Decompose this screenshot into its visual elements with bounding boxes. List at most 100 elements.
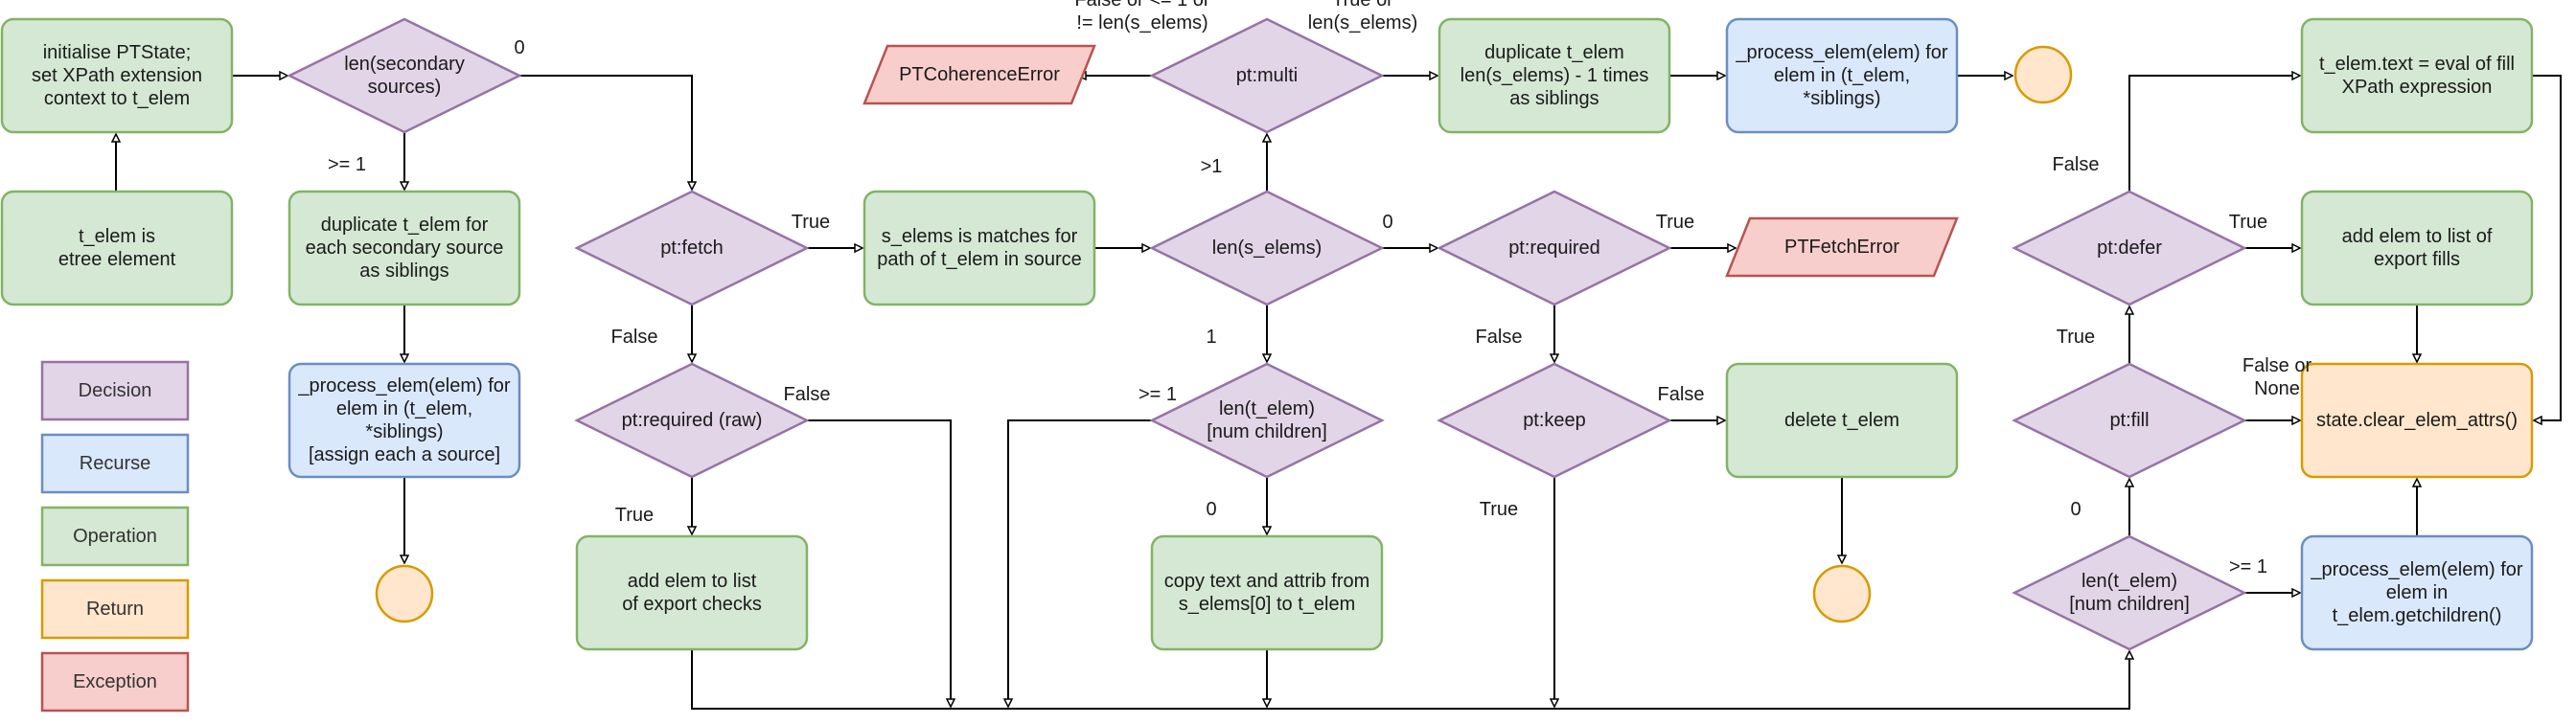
edge-label-defer-false: False (2053, 154, 2100, 175)
node-pt-keep: pt:keep (1437, 362, 1672, 479)
operation-shape (862, 190, 1096, 306)
node-fetch-error: PTFetchError (1725, 216, 1959, 278)
return-shape (1812, 564, 1872, 623)
node-pt-required: pt:required (1437, 190, 1672, 306)
node-label: delete t_elem (1784, 410, 1899, 431)
operation-shape (1150, 534, 1384, 651)
decision-shape (1149, 362, 1385, 479)
node-label: t_elem is (79, 226, 155, 247)
node-clear-attrs: state.clear_elem_attrs() (2300, 362, 2534, 479)
legend-item-exception: Exception (40, 651, 190, 713)
edge-label-fill-true: True (2057, 327, 2095, 348)
legend-label: Recurse (80, 453, 150, 474)
node-label: pt:defer (2097, 238, 2162, 259)
edge-label-multi-true: True or (1332, 0, 1393, 11)
node-len-t-elem-children-1: len(t_elem)[num children] (1149, 362, 1385, 479)
decision-shape (287, 17, 522, 134)
edge-label-required-true: True (1656, 212, 1694, 233)
operation-shape (288, 190, 521, 306)
node-label: PTCoherenceError (899, 64, 1060, 85)
node-label: context to t_elem (44, 88, 190, 109)
node-label: t_elem.text = eval of fill (2319, 54, 2515, 75)
legend-item-operation: Operation (40, 506, 190, 567)
legend-swatch (40, 360, 190, 421)
edge-label-children1-ge1: >= 1 (1138, 384, 1177, 405)
edge-label-children1-zero: 0 (1206, 499, 1216, 520)
decision-shape (1437, 190, 1672, 306)
node-label: state.clear_elem_attrs() (2316, 410, 2518, 431)
node-label: _process_elem(elem) for (2310, 559, 2523, 580)
legend-swatch (40, 433, 190, 494)
legend-swatch (40, 578, 190, 640)
node-delete-t-elem: delete t_elem (1725, 362, 1959, 479)
node-label: elem in (t_elem, (1774, 65, 1910, 86)
edge-label-multi-false: != len(s_elems) (1076, 12, 1208, 34)
node-len-s-elems: len(s_elems) (1149, 190, 1385, 306)
node-label: _process_elem(elem) for (1735, 42, 1948, 63)
node-label: len(t_elem) (2082, 571, 2177, 592)
node-label: as siblings (359, 260, 448, 282)
node-pt-fill: pt:fill (2012, 362, 2247, 479)
edge-label-defer-true: True (2229, 212, 2267, 233)
node-label: pt:keep (1523, 410, 1586, 431)
edge-label-fetch-true: True (792, 212, 830, 233)
decision-shape (1149, 17, 1385, 134)
edge-label-fill-false-none: False or (2242, 355, 2312, 376)
edge-label-multi-false: False or <= 1 or (1074, 0, 1210, 11)
node-label: t_elem.getchildren() (2333, 605, 2502, 626)
node-label: PTFetchError (1784, 237, 1899, 258)
node-label: set XPath extension (32, 65, 202, 86)
edge-label-children2-zero: 0 (2070, 499, 2081, 520)
edge-label-multi-true: len(s_elems) (1308, 12, 1417, 34)
node-label: len(s_elems) (1212, 238, 1322, 259)
operation-shape (0, 190, 234, 306)
edge-label-secondary-ge1: >= 1 (328, 154, 366, 175)
return-shape (375, 564, 434, 623)
edge-label-fetch-false: False (611, 327, 658, 348)
decision-shape (2012, 190, 2247, 306)
node-label: add elem to list (628, 571, 757, 592)
legend-label: Return (86, 599, 144, 620)
node-label: pt:fetch (660, 238, 724, 259)
legend-item-decision: Decision (40, 360, 190, 421)
connector-arrow (1008, 419, 1152, 707)
operation-shape (2300, 17, 2534, 134)
return-shape (2300, 362, 2534, 479)
node-label: path of t_elem in source (877, 249, 1081, 270)
node-label: as siblings (1509, 88, 1598, 109)
decision-shape (574, 362, 810, 479)
node-pt-multi: pt:multi (1149, 17, 1385, 134)
node-init: initialise PTState;set XPath extensionco… (0, 17, 234, 134)
node-coherence-error: PTCoherenceError (862, 44, 1096, 105)
legend-item-return: Return (40, 578, 190, 640)
node-label: s_elems[0] to t_elem (1179, 594, 1356, 615)
operation-shape (1725, 362, 1959, 479)
node-label: len(t_elem) (1219, 398, 1315, 419)
edge-label-s-elems-gt1: >1 (1201, 156, 1223, 177)
edge-label-keep-false: False (1658, 384, 1705, 405)
node-end-3 (1812, 564, 1872, 623)
node-label: len(secondary (344, 54, 465, 75)
node-end-2 (2013, 45, 2073, 104)
connector-arrow (2532, 75, 2562, 420)
legend-label: Decision (79, 380, 152, 401)
legend-swatch (40, 651, 190, 713)
edge-label-s-elems-zero: 0 (1382, 212, 1392, 233)
node-label: elem in (2386, 582, 2448, 603)
connector-arrow (2128, 76, 2300, 192)
node-pt-defer: pt:defer (2012, 190, 2247, 306)
decision-shape (2012, 534, 2247, 651)
exception-shape (862, 44, 1096, 105)
node-label: etree element (58, 249, 176, 270)
decision-shape (2012, 362, 2247, 479)
edge-label-required-false: False (1476, 327, 1523, 348)
connector-arrow (691, 649, 2129, 710)
node-label: _process_elem(elem) for (297, 375, 511, 396)
edge-label-children2-ge1: >= 1 (2229, 556, 2267, 577)
